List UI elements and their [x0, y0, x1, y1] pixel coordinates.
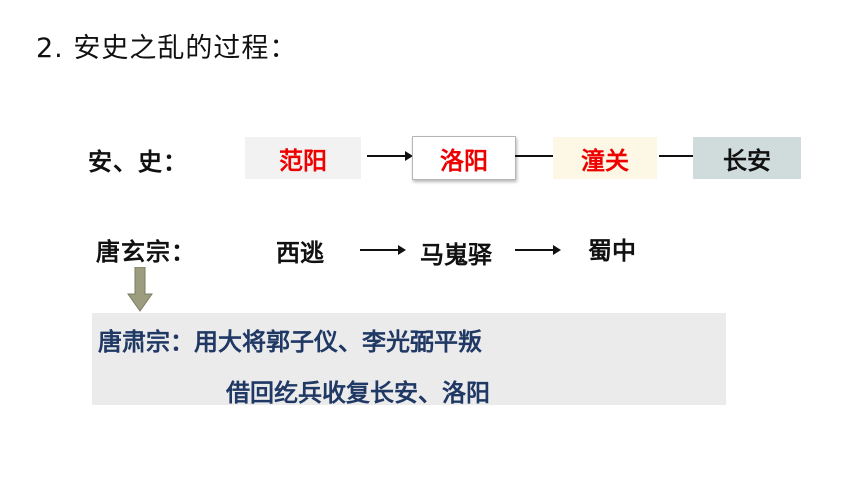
step-maweiyi: 马嵬驿: [420, 241, 492, 269]
step-luoyang: 洛阳: [412, 136, 516, 180]
emperor-label: 唐玄宗：: [96, 238, 196, 266]
step-shu: 蜀中: [588, 237, 636, 265]
step-changan: 长安: [693, 137, 801, 179]
down-arrow-icon: [127, 267, 153, 312]
page-title: 2. 安史之乱的过程：: [36, 33, 298, 64]
right-arrow-icon: [515, 245, 561, 255]
step-fanyang: 范阳: [245, 137, 361, 179]
right-arrow-icon: [367, 151, 413, 161]
successor-note-box: [92, 313, 726, 405]
step-tongguan: 潼关: [553, 137, 657, 179]
successor-line-1: 唐肃宗：用大将郭子仪、李光弼平叛: [98, 328, 482, 356]
right-arrow-icon: [360, 245, 406, 255]
successor-line-2: 借回纥兵收复长安、洛阳: [226, 379, 490, 407]
rebels-label: 安、史：: [88, 148, 188, 176]
step-westward: 西逃: [276, 239, 324, 267]
